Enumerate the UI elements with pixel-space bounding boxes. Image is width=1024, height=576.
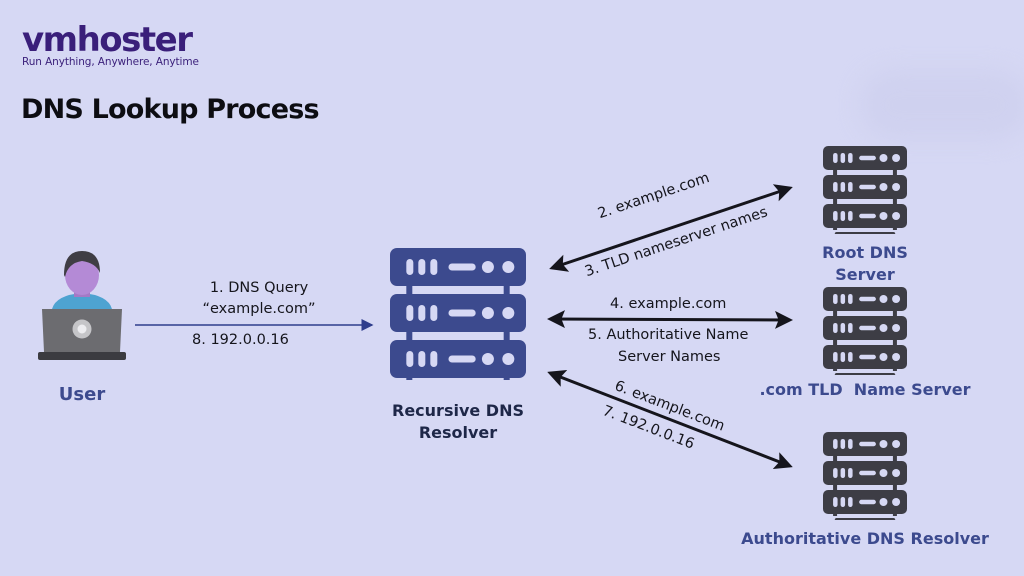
server-unit [823, 461, 907, 485]
brand-logo: vmhoster Run Anything, Anywhere, Anytime [22, 22, 199, 68]
user-label: User [58, 384, 106, 405]
server-unit [390, 340, 526, 378]
page-title: DNS Lookup Process [21, 94, 320, 125]
server-unit [823, 490, 907, 514]
step-5-label-line2: Server Names [618, 349, 721, 365]
server-rack-icon [823, 146, 907, 234]
authoritative-server-label: Authoritative DNS Resolver [741, 529, 989, 548]
brand-tagline: Run Anything, Anywhere, Anytime [22, 56, 199, 68]
server-base [834, 518, 896, 520]
server-unit [823, 316, 907, 340]
root-server-node: Root DNS Server [790, 144, 940, 286]
background-blur [860, 70, 1024, 140]
brand-name: vmhoster [22, 20, 193, 60]
user-node: User [36, 247, 128, 406]
server-unit [823, 175, 907, 199]
tld-server-node: .com TLD Name Server [758, 285, 972, 401]
step-1-domain-label: “example.com” [202, 301, 316, 317]
server-unit [823, 345, 907, 369]
tld-server-label: .com TLD Name Server [759, 380, 971, 399]
recursive-resolver-node: Recursive DNS Resolver [372, 246, 544, 444]
server-rack-icon [823, 432, 907, 520]
authoritative-server-node: Authoritative DNS Resolver [740, 430, 990, 550]
server-base [834, 232, 896, 234]
user-laptop-icon [38, 251, 126, 360]
server-unit [823, 432, 907, 456]
arrow-resolver-tld [547, 310, 793, 329]
server-unit [823, 204, 907, 228]
arrow-resolver-authoritative [547, 370, 793, 469]
server-unit [823, 287, 907, 311]
resolver-label-line2: Resolver [418, 423, 498, 442]
step-5-label: 5. Authoritative Name [588, 327, 749, 343]
server-unit [390, 294, 526, 332]
server-unit [390, 248, 526, 286]
step-1-label: 1. DNS Query [209, 280, 309, 296]
server-unit [823, 146, 907, 170]
server-rack-icon [390, 248, 526, 380]
step-4-label: 4. example.com [610, 296, 727, 312]
resolver-label-line1: Recursive DNS [392, 401, 524, 420]
server-base [834, 373, 896, 375]
server-rack-icon [823, 287, 907, 375]
root-server-label: Root DNS Server [822, 243, 908, 284]
step-8-label: 8. 192.0.0.16 [192, 332, 289, 348]
arrow-resolver-root [549, 184, 793, 272]
